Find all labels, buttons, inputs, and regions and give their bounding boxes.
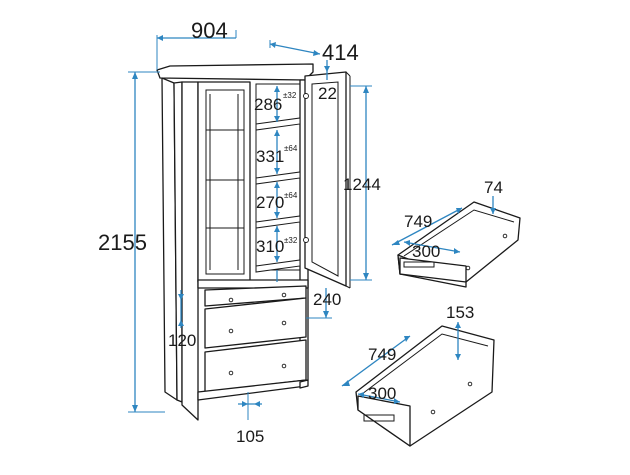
shelf-4 — [255, 259, 301, 273]
dimension-lines — [128, 30, 372, 420]
large-drawer-detail: 749 300 153 — [341, 303, 495, 447]
large-drawer-depth-label: 300 — [368, 384, 396, 403]
right-glass-door-open[interactable] — [304, 71, 351, 289]
width-label: 904 — [191, 18, 228, 43]
door-depth-label: 22 — [318, 84, 337, 103]
cabinet-right-leg — [299, 379, 309, 389]
shelf-3-tolerance: ±64 — [284, 191, 298, 200]
small-drawer-runner — [403, 261, 435, 268]
shelf-3-label: 270 — [256, 193, 284, 212]
shelf-3 — [255, 215, 301, 229]
small-drawer-height-label: 74 — [484, 178, 503, 197]
dimension-labels: 904 414 22 2155 286 ±32 331 ±64 270 ±64 … — [98, 18, 381, 446]
cabinet-front-left-post — [181, 81, 199, 421]
shelf-2-label: 331 — [256, 147, 284, 166]
shelf-2-tolerance: ±64 — [284, 144, 298, 153]
cabinet — [156, 63, 351, 421]
large-drawer-width-label: 749 — [368, 345, 396, 364]
height-label: 2155 — [98, 230, 147, 255]
small-drawer-width-label: 749 — [404, 212, 432, 231]
small-drawer-detail: 749 300 74 — [391, 178, 521, 288]
cabinet-top — [156, 63, 314, 81]
cabinet-drawer-middle[interactable] — [204, 297, 307, 349]
shelf-2 — [255, 171, 301, 185]
shelf-1-tolerance: ±32 — [283, 91, 297, 100]
shelf-1 — [255, 117, 301, 131]
drawer-zone-label: 240 — [313, 290, 341, 309]
base-height-label: 120 — [168, 331, 196, 350]
door-knob — [303, 93, 309, 99]
large-drawer-runner — [363, 414, 395, 422]
cabinet-drawer-bottom[interactable] — [204, 339, 307, 393]
door-knob — [303, 237, 309, 243]
leg-width-label: 105 — [236, 427, 264, 446]
left-glass-door[interactable] — [197, 81, 251, 283]
small-drawer-depth-label: 300 — [412, 242, 440, 261]
shelf-4-label: 310 — [256, 237, 284, 256]
shelf-1-label: 286 — [254, 95, 282, 114]
large-drawer-height-label: 153 — [446, 303, 474, 322]
depth-label: 414 — [322, 40, 359, 65]
cabinet-height-label: 1244 — [343, 175, 381, 194]
shelf-4-tolerance: ±32 — [284, 236, 298, 245]
